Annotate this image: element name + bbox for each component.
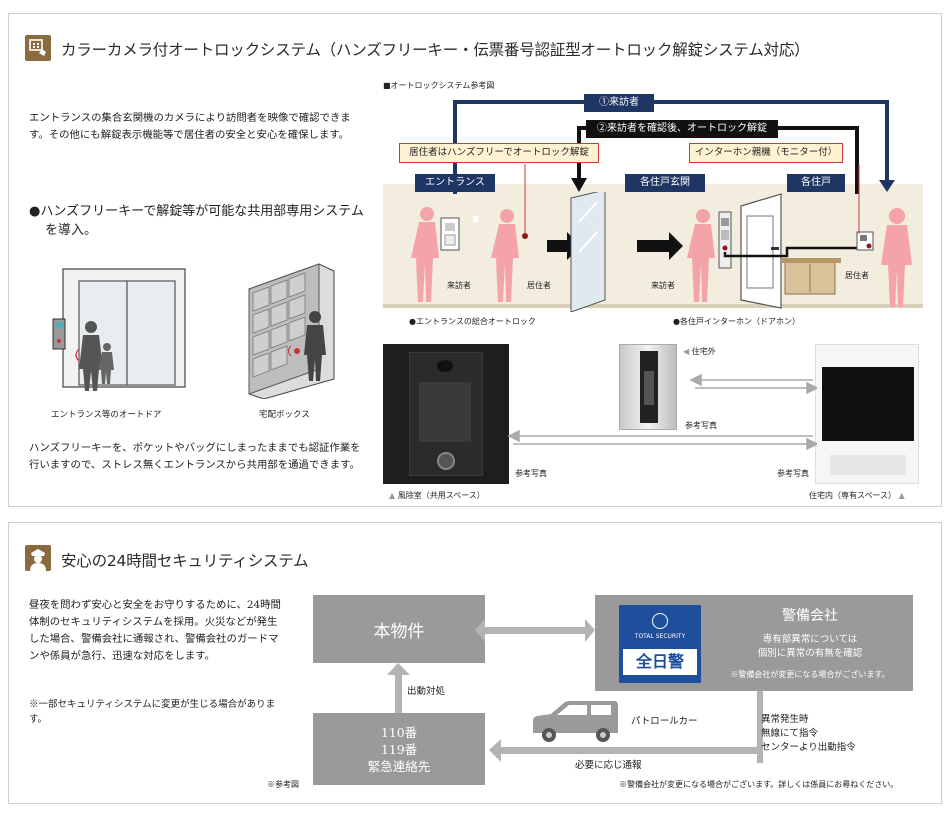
- emergency-box: 110番 119番 緊急連絡先: [313, 713, 485, 785]
- bullet-heading: ●ハンズフリーキーで解錠等が可能な共用部専用システムを導入。: [29, 204, 364, 238]
- zennikkei-logo: TOTAL SECURITY 全日警: [619, 605, 701, 683]
- reference-caption: ※参考図: [267, 780, 299, 789]
- logo-main-text: 全日警: [623, 649, 697, 675]
- auto-door-illustration: [49, 259, 189, 399]
- property-box: 本物件: [313, 595, 485, 663]
- monitor-callout: インターホン親機（モニター付）: [689, 143, 843, 163]
- resident-label-2: 居住者: [845, 271, 869, 280]
- intro-text: エントランスの集合玄関機のカメラにより訪問者を映像で確認できます。その他にも解錠…: [29, 112, 351, 141]
- report-label: 必要に応じ通報: [575, 760, 642, 771]
- photo-label-2: 参考写真: [777, 469, 809, 478]
- property-box-label: 本物件: [373, 621, 425, 642]
- security-company-box: TOTAL SECURITY 全日警 警備会社 専有部異常については 個別に異常…: [595, 595, 913, 691]
- door-station-photo: [619, 344, 677, 430]
- outside-label: ◀ 住宅外: [683, 347, 716, 356]
- photo-label-1: 参考写真: [685, 421, 717, 430]
- autolock-scene: [411, 192, 912, 312]
- dispatch-label: 出動対処: [407, 686, 446, 697]
- inside-caption-text: 住宅内（専有スペース）: [809, 491, 897, 500]
- section-title: カラーカメラ付オートロックシステム（ハンズフリーキー・伝票番号認証型オートロック…: [61, 41, 810, 59]
- lobby-caption-text: 風除室（共用スペース）: [397, 491, 485, 500]
- security-flow-arrows: [387, 619, 763, 763]
- building-floor: [383, 304, 923, 308]
- resident-label-1: 居住者: [527, 281, 551, 290]
- abnormal-label: 異常発生時 無線にて指令 センターより出動指令: [761, 714, 856, 753]
- visitor-flow-label: ①来訪者: [584, 94, 654, 112]
- doorphone-caption: ●各住戸インターホン（ドアホン）: [673, 317, 800, 326]
- security-intro: 昼夜を問わず安心と安全をお守りするために、24時間体制のセキュリティシステムを採…: [29, 599, 281, 662]
- entrance-tag: エントランス: [415, 174, 495, 192]
- delivery-box-illustration: [239, 259, 349, 400]
- monitor-photo: [815, 344, 919, 484]
- logo-top-text: TOTAL SECURITY: [634, 633, 686, 640]
- section-title-2: 安心の24時間セキュリティシステム: [61, 552, 309, 570]
- autolock-caption: ●エントランスの総合オートロック: [409, 317, 536, 326]
- delivery-box-caption: 宅配ボックス: [259, 410, 310, 420]
- handsfree-callout: 居住者はハンズフリーでオートロック解錠: [399, 143, 599, 163]
- security-desc: 専有部異常については 個別に異常の有無を確認: [757, 634, 863, 659]
- security-section: 安心の24時間セキュリティシステム 昼夜を問わず安心と安全をお守りするために、2…: [8, 522, 942, 804]
- handsfree-text: ハンズフリーキーを、ポケットやバッグにしまったままでも認証作業を行いますので、ス…: [29, 442, 361, 471]
- unlock-flow-label: ②来訪者を確認後、オートロック解錠: [586, 120, 778, 138]
- security-note: ※一部セキュリティシステムに変更が生じる場合があります。: [29, 699, 276, 725]
- guard-icon: [25, 545, 51, 571]
- footnote: ※警備会社が変更になる場合がございます。詳しくは係員にお尋ねください。: [619, 780, 899, 789]
- photo-label-3: 参考写真: [515, 469, 547, 478]
- visitor-label-2: 来訪者: [651, 281, 675, 290]
- patrol-car-icon: [533, 701, 618, 742]
- outside-label-text: 住宅外: [691, 347, 716, 356]
- emergency-box-label: 110番 119番 緊急連絡先: [367, 724, 431, 774]
- inside-caption: 住宅内（専有スペース） ▲: [809, 491, 905, 500]
- autolock-section: カラーカメラ付オートロックシステム（ハンズフリーキー・伝票番号認証型オートロック…: [8, 13, 942, 507]
- security-change-note: ※警備会社が変更になる場合がございます。: [730, 670, 890, 679]
- intercom-icon: [25, 35, 51, 61]
- security-company-label: 警備会社: [782, 608, 838, 624]
- auto-door-caption: エントランス等のオートドア: [51, 410, 162, 420]
- unit-tag: 各住戸: [787, 174, 845, 192]
- diagram-heading: ■オートロックシステム参考図: [383, 81, 495, 90]
- patrol-label: パトロールカー: [631, 716, 698, 727]
- callout-pointers: [524, 164, 860, 234]
- link-arrows: [507, 374, 817, 451]
- genkan-tag: 各住戸玄関: [625, 174, 705, 192]
- visitor-label-1: 来訪者: [447, 281, 471, 290]
- lobby-caption: ▲ 風除室（共用スペース）: [389, 491, 485, 500]
- lobby-panel-photo: [383, 344, 509, 484]
